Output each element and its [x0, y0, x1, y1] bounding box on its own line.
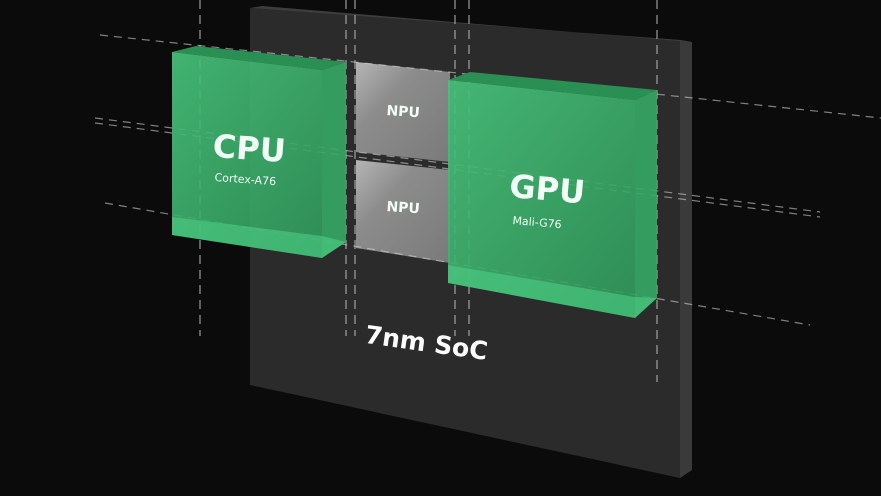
soc-slab-top [250, 6, 692, 42]
npu-block-bottom [356, 160, 450, 263]
npu-label-bottom: NPU [385, 199, 421, 218]
cpu-block-bottom [172, 217, 346, 258]
npu-block-top [356, 62, 450, 162]
cpu-block-side [322, 62, 346, 258]
cpu-block-front [172, 52, 322, 258]
gpu-block-side [635, 90, 657, 318]
gpu-title: GPU [507, 167, 587, 212]
npu-label-top: NPU [385, 103, 421, 122]
cpu-title: CPU [211, 127, 287, 171]
gpu-block-top [448, 72, 657, 100]
gpu-block-bottom [448, 265, 657, 318]
soc-slab-side [680, 40, 692, 478]
gpu-block-front [448, 80, 635, 318]
cpu-block-top [172, 46, 346, 70]
